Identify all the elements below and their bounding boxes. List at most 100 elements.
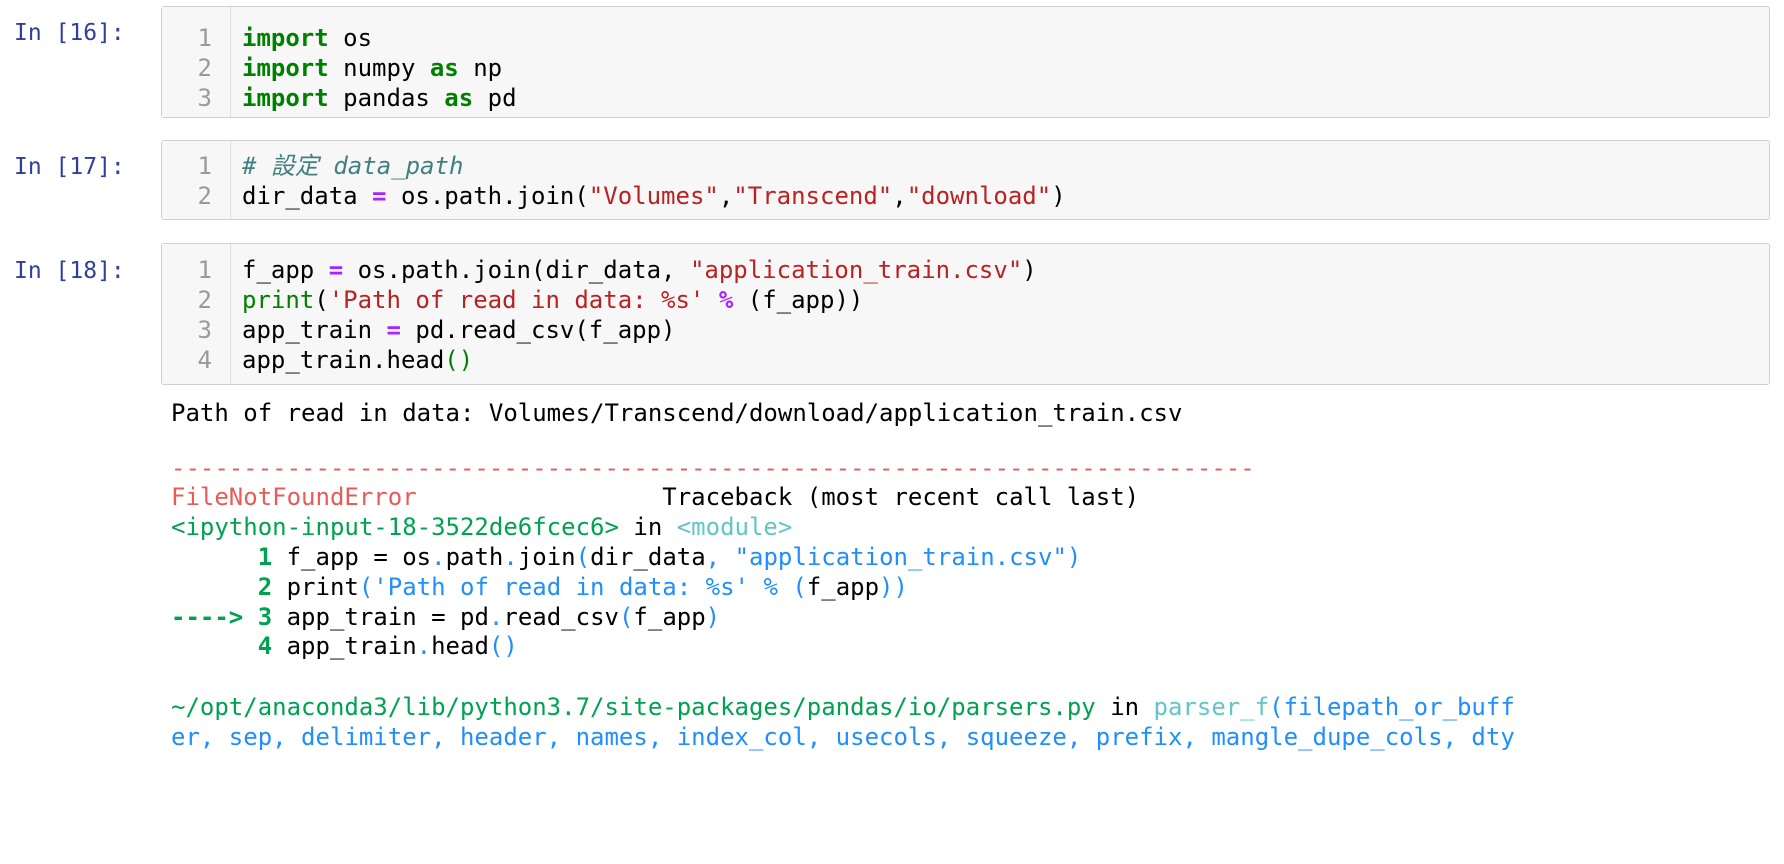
cell-prompt: In [16]: xyxy=(14,20,125,46)
code-token xyxy=(704,286,718,314)
traceback-token: , xyxy=(705,543,721,571)
code-token: numpy xyxy=(328,54,430,82)
line-number-gutter xyxy=(162,244,231,384)
line-number: 4 xyxy=(197,346,212,374)
traceback-token: ('Path of read in data: %s' % ( xyxy=(358,573,807,601)
traceback-token: in xyxy=(618,513,677,541)
code-text: import pandas as pd xyxy=(242,81,517,115)
code-token: import xyxy=(242,84,329,112)
line-number: 2 xyxy=(197,54,212,82)
code-token: np xyxy=(458,54,503,82)
code-text: dir_data = os.path.join("Volumes","Trans… xyxy=(242,179,1066,213)
code-line: 3 app_train = pd.read_csv(f_app) xyxy=(162,313,1769,347)
code-token: "download" xyxy=(906,182,1052,210)
code-line: 2 dir_data = os.path.join("Volumes","Tran… xyxy=(162,179,1769,213)
traceback-token: f_app xyxy=(633,603,706,631)
code-token: ) xyxy=(1022,256,1037,284)
code-token: (f_app)) xyxy=(733,286,864,314)
code-line: 1 import os xyxy=(162,21,1769,55)
traceback-line: ~/opt/anaconda3/lib/python3.7/site-packa… xyxy=(171,690,1515,724)
traceback-line: 4 app_train.head() xyxy=(171,629,518,663)
code-line: 2 import numpy as np xyxy=(162,51,1769,85)
code-token: = xyxy=(386,316,401,344)
traceback-rule: ----------------------------------------… xyxy=(171,454,1255,482)
code-token: ) xyxy=(1051,182,1066,210)
line-number: 3 xyxy=(197,316,212,344)
traceback-token: = xyxy=(373,543,388,571)
traceback-token: pd xyxy=(445,603,489,631)
code-token: , xyxy=(718,182,734,210)
traceback-token: . xyxy=(503,543,518,571)
line-number: 1 xyxy=(197,256,212,284)
code-token: print xyxy=(242,286,315,314)
code-token: # 設定 data_path xyxy=(242,152,464,180)
traceback-token: head xyxy=(431,632,489,660)
code-token: , xyxy=(892,182,907,210)
code-token: pd xyxy=(473,84,517,112)
traceback-token: read_csv xyxy=(503,603,619,631)
traceback-token: . xyxy=(488,603,504,631)
traceback-header: Traceback (most recent call last) xyxy=(662,483,1140,511)
traceback-token: (filepath_or_buff xyxy=(1269,693,1515,721)
traceback-token: er, sep, delimiter, header, names, index… xyxy=(171,723,1515,751)
traceback-token: dir_data xyxy=(590,543,706,571)
traceback-token: print xyxy=(272,573,359,601)
code-token: import xyxy=(242,24,329,52)
code-token: as xyxy=(444,84,474,112)
line-number: 1 xyxy=(197,24,212,52)
code-token: f_app xyxy=(242,256,329,284)
traceback-token: 1 xyxy=(257,543,273,571)
traceback-token: "application_train.csv") xyxy=(720,543,1082,571)
line-number: 3 xyxy=(197,84,212,112)
code-token: import xyxy=(242,54,329,82)
traceback-token: <module> xyxy=(676,513,793,541)
code-token: os.path.join( xyxy=(386,182,589,210)
code-token: "Transcend" xyxy=(733,182,893,210)
traceback-token: join xyxy=(517,543,576,571)
traceback-token xyxy=(171,632,258,660)
line-number: 2 xyxy=(197,182,212,210)
code-token: ( xyxy=(314,286,329,314)
traceback-token: 2 xyxy=(257,573,273,601)
code-line: 3 import pandas as pd xyxy=(162,81,1769,115)
code-token: 'Path of read in data: %s' xyxy=(328,286,705,314)
code-line: 1# 設定 data_path xyxy=(162,149,1769,183)
line-number: 2 xyxy=(197,286,212,314)
traceback-token: f_app xyxy=(806,573,880,601)
traceback-token: 4 xyxy=(257,632,273,660)
traceback-token: os xyxy=(387,543,432,571)
traceback-token: . xyxy=(416,632,432,660)
traceback-token: <ipython-input-18-3522de6fcec6> xyxy=(171,513,619,541)
traceback-token: app_train xyxy=(272,632,417,660)
traceback-token xyxy=(171,573,258,601)
code-token: as xyxy=(429,54,459,82)
code-token: dir_data xyxy=(242,182,373,210)
traceback-token: parser_f xyxy=(1153,693,1270,721)
code-token: os.path.join(dir_data, xyxy=(343,256,690,284)
code-token: () xyxy=(444,346,474,374)
line-number-gutter xyxy=(162,141,231,219)
code-line: 2 print('Path of read in data: %s' % (f_a… xyxy=(162,283,1769,317)
traceback-line: ----> 3 app_train = pd.read_csv(f_app) xyxy=(171,600,720,634)
traceback-token: app_train xyxy=(272,603,432,631)
code-text: import os xyxy=(242,21,372,55)
traceback-token: f_app xyxy=(272,543,374,571)
traceback-token: . xyxy=(431,543,446,571)
traceback-line: 2 print('Path of read in data: %s' % (f_… xyxy=(171,570,908,604)
code-text: print('Path of read in data: %s' % (f_ap… xyxy=(242,283,863,317)
code-text: app_train = pd.read_csv(f_app) xyxy=(242,313,676,347)
code-token: pandas xyxy=(328,84,445,112)
traceback-token: ~/opt/anaconda3/lib/python3.7/site-packa… xyxy=(171,693,1096,721)
traceback-line: er, sep, delimiter, header, names, index… xyxy=(171,720,1515,754)
traceback-token: ----> 3 xyxy=(171,603,273,631)
traceback-line: <ipython-input-18-3522de6fcec6> in <modu… xyxy=(171,510,792,544)
code-token: app_train xyxy=(242,316,387,344)
traceback-token: ( xyxy=(575,543,591,571)
code-cell-editor[interactable]: 1 import os 2 import numpy as np 3 import pan… xyxy=(161,6,1770,118)
code-token: = xyxy=(372,182,387,210)
error-name: FileNotFoundError xyxy=(171,483,417,511)
